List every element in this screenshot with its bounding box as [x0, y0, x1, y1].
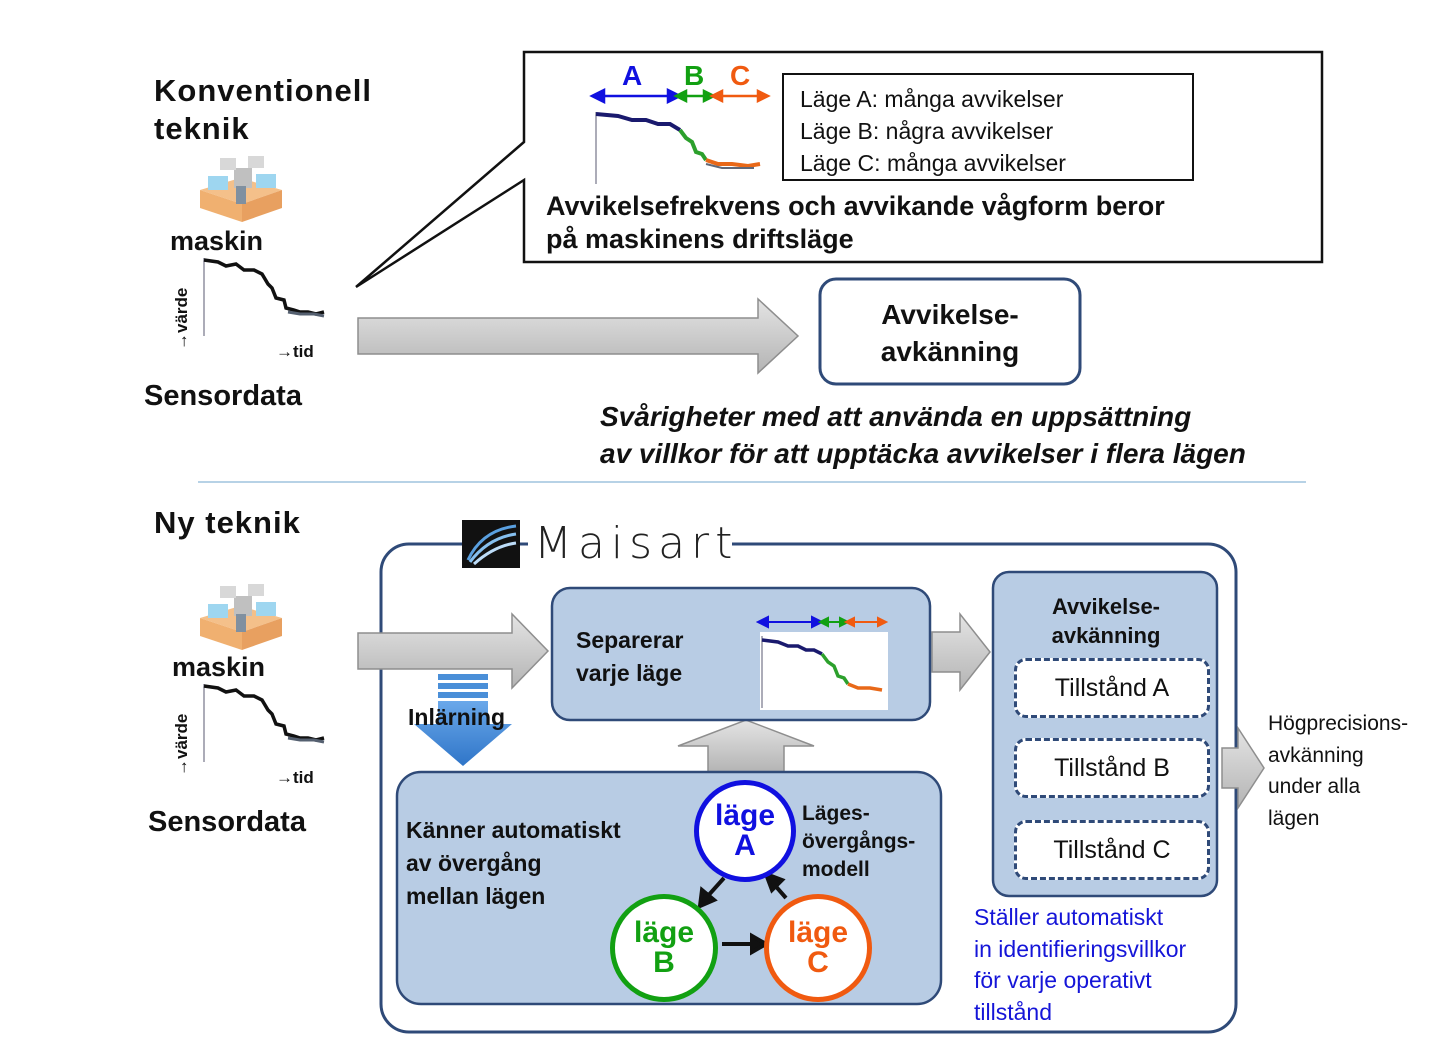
callout-text-line1: Avvikelsefrekvens och avvikande vågform …: [546, 191, 1165, 221]
output-text: Högprecisions- avkänning under alla läge…: [1268, 708, 1408, 834]
new-heading: Ny teknik: [154, 505, 301, 540]
auto-cond-line3: för varje operativt: [974, 967, 1152, 993]
output-line2: avkänning: [1268, 743, 1364, 767]
conventional-detection-line1: Avvikelse-: [881, 299, 1019, 330]
auto-cond-line2: in identifieringsvillkor: [974, 935, 1187, 962]
model-line3: modell: [802, 858, 870, 881]
mode-a-word: läge: [714, 799, 776, 832]
model-to-separate-arrow: [677, 719, 815, 773]
callout-text-line2: på maskinens driftsläge: [546, 224, 854, 254]
callout-mode-c: C: [730, 60, 751, 91]
axis-x-label: →tid: [276, 342, 314, 361]
new-detection-line2: avkänning: [1051, 623, 1161, 648]
output-line3: under alla: [1268, 775, 1361, 798]
conventional-heading-line2: teknik: [154, 111, 250, 146]
axis-y-label: →värde: [172, 287, 191, 350]
callout-mode-b: B: [684, 60, 705, 91]
detection-panel: [991, 570, 1219, 898]
difficulty-line1: Svårigheter med att använda en uppsättni…: [600, 401, 1192, 432]
callout-mode-chart: [589, 87, 771, 184]
difficulty-line2: av villkor för att upptäcka avvikelser i…: [600, 438, 1246, 469]
learning-label: Inlärning: [408, 704, 506, 730]
auto-condition-text: Ställer automatiskt in identifieringsvil…: [974, 902, 1186, 1028]
state-c-label: Tillstånd C: [1053, 835, 1171, 864]
mode-b-letter: B: [653, 946, 675, 979]
callout-mode-a: A: [622, 60, 643, 91]
difficulty-text: Svårigheter med att använda en uppsättni…: [600, 398, 1246, 472]
auto-line3: mellan lägen: [406, 883, 546, 909]
callout-text: Avvikelsefrekvens och avvikande vågform …: [546, 190, 1165, 256]
transition-model-label: Läges- övergångs- modell: [802, 800, 915, 884]
auto-line1: Känner automatiskt: [406, 817, 621, 843]
state-b-box: Tillstånd B: [1014, 738, 1210, 798]
auto-cond-line4: tillstånd: [974, 998, 1052, 1025]
sensor-waveform-new: [203, 684, 325, 762]
new-input-arrow: [357, 612, 550, 690]
separate-line2: varje läge: [576, 660, 683, 686]
machine-icon-new: [200, 584, 282, 650]
state-b-label: Tillstånd B: [1054, 753, 1170, 782]
axis-y-label-new: →värde: [172, 713, 191, 776]
model-line2: övergångs-: [802, 830, 916, 853]
new-detection-line1: Avvikelse-: [1051, 594, 1161, 619]
output-arrow: [1221, 725, 1265, 811]
machine-icon: [200, 156, 282, 222]
machine-label: maskin: [170, 226, 264, 256]
state-c-box: Tillstånd C: [1014, 820, 1210, 880]
maisart-logo-icon: [462, 520, 520, 568]
new-detection-label: Avvikelse- avkänning: [994, 592, 1218, 650]
conventional-detection-line2: avkänning: [880, 336, 1020, 367]
legend-line-c: Läge C: många avvikelser: [800, 150, 1066, 176]
machine-label-new: maskin: [172, 652, 266, 682]
learning-arrow: [414, 674, 512, 766]
mode-c-circle: läge C: [764, 894, 872, 1002]
transition-arrows: [697, 870, 788, 956]
auto-transition-label: Känner automatiskt av övergång mellan lä…: [406, 814, 621, 913]
mode-b-word: läge: [633, 916, 695, 949]
mode-a-letter: A: [734, 829, 756, 862]
auto-cond-line1: Ställer automatiskt: [974, 904, 1164, 930]
conventional-detection-box: [818, 277, 1082, 386]
model-line1: Läges-: [802, 802, 870, 825]
mode-c-word: läge: [787, 916, 849, 949]
separate-mode-chart: [756, 615, 889, 710]
mode-a-circle: läge A: [694, 780, 796, 882]
conventional-heading-line1: Konventionell: [154, 73, 372, 108]
sensor-label: Sensordata: [144, 380, 302, 412]
separate-label: Separerar varje läge: [576, 624, 683, 690]
mode-c-letter: C: [807, 946, 829, 979]
separate-to-detection-arrow: [931, 611, 991, 693]
mode-b-circle: läge B: [610, 894, 718, 1002]
conventional-detection-label: Avvikelse- avkänning: [820, 296, 1080, 370]
state-a-box: Tillstånd A: [1014, 658, 1210, 718]
mode-legend-box: Läge A: många avvikelser Läge B: några a…: [782, 73, 1194, 181]
legend-line-b: Läge B: några avvikelser: [800, 118, 1054, 144]
axis-x-label-new: →tid: [276, 768, 314, 787]
sensor-label-new: Sensordata: [148, 806, 306, 838]
conventional-process-arrow: [357, 297, 800, 375]
separate-line1: Separerar: [576, 627, 684, 653]
state-a-label: Tillstånd A: [1054, 673, 1170, 702]
maisart-brand: Maisart: [534, 518, 739, 569]
auto-line2: av övergång: [406, 850, 542, 876]
sensor-waveform: [203, 258, 325, 336]
conventional-heading: Konventionell teknik: [154, 72, 372, 148]
output-line4: lägen: [1268, 806, 1320, 830]
output-line1: Högprecisions-: [1268, 712, 1409, 735]
legend-line-a: Läge A: många avvikelser: [800, 86, 1064, 112]
